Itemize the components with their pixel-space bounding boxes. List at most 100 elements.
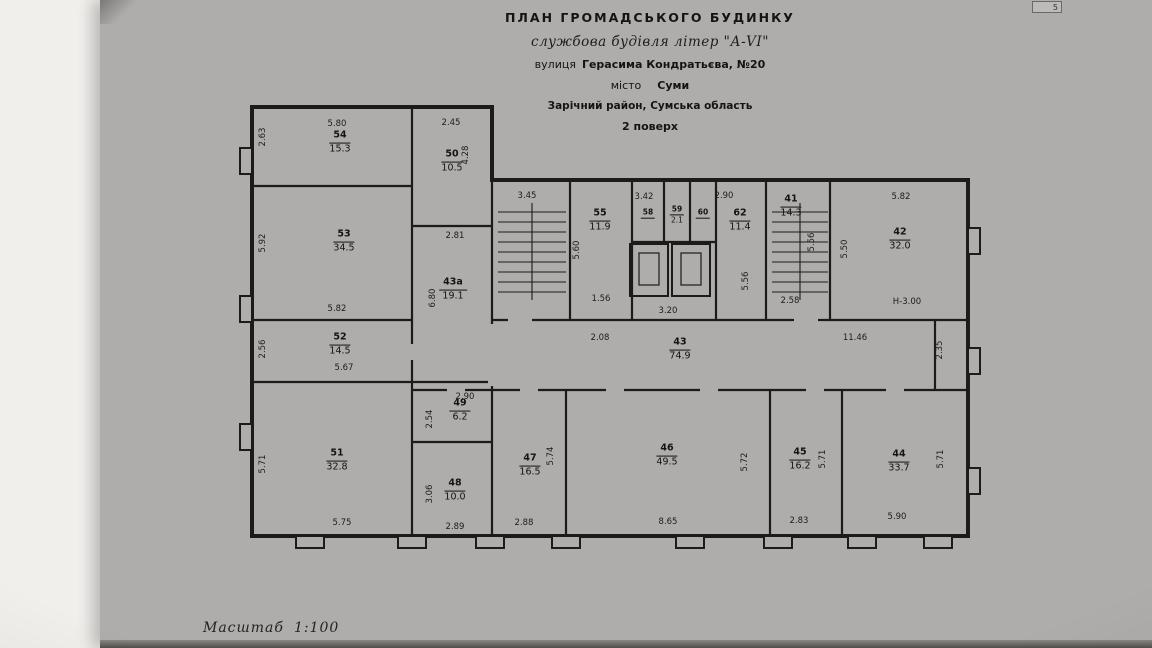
room-area: 49.5 [656, 456, 678, 468]
room-number: 52 [329, 332, 351, 346]
room-number: 48 [444, 478, 466, 492]
room-number: 41 [780, 194, 802, 208]
room-area: 34.5 [333, 242, 355, 254]
dim-42-left: 5.50 [840, 239, 850, 259]
dim-46-bottom: 8.65 [658, 517, 678, 527]
height-mark-42: Н-3.00 [892, 297, 922, 307]
room-area: 14.3 [780, 207, 802, 219]
room-number: 42 [889, 227, 911, 241]
room-area: 2.1 [671, 215, 683, 224]
room-number: 47 [519, 453, 541, 467]
room-area: 11.4 [729, 221, 751, 233]
dim-55-bottom-1: 1.56 [591, 294, 611, 304]
dim-right-edge: 2.35 [935, 340, 945, 360]
room-area: 10.0 [444, 491, 466, 503]
dim-45-right: 5.71 [818, 449, 828, 469]
dim-49-top: 2.90 [455, 392, 475, 402]
room-number: 54 [329, 130, 351, 144]
room-number: 43 [669, 337, 691, 351]
table-edge-shadow [100, 640, 1152, 648]
street-label: вулиця [534, 58, 576, 71]
room-number: 55 [589, 208, 611, 222]
dim-46-right: 5.72 [740, 452, 750, 472]
plan-title: ПЛАН ГРОМАДСЬКОГО БУДИНКУ [505, 10, 795, 25]
scale-value: 1:100 [293, 620, 340, 636]
scale-label: Масштаб [203, 620, 284, 636]
dim-49-left: 2.54 [425, 409, 435, 429]
room-number: 46 [656, 443, 678, 457]
dim-45-bottom: 2.83 [789, 516, 809, 526]
room-number: 44 [888, 449, 910, 463]
room-label-60: 60 [695, 207, 711, 220]
dim-42-top: 5.82 [891, 192, 911, 202]
dim-55-top-1: 3.45 [517, 191, 537, 201]
room-number: 43а [439, 277, 467, 291]
room-number: 49 [449, 398, 471, 412]
room-area: 19.1 [442, 290, 464, 302]
room-number: 50 [441, 149, 463, 163]
dim-53-left: 5.92 [258, 233, 268, 253]
dim-48-bottom: 2.89 [445, 522, 465, 532]
room-area: 74.9 [669, 350, 691, 362]
dim-corridor-right: 11.46 [842, 333, 868, 343]
dim-51-bottom: 5.75 [332, 518, 352, 528]
scale-note: Масштаб 1:100 [203, 620, 339, 636]
dim-elevator-bottom: 3.20 [658, 306, 678, 316]
dim-55-top-2: 3.42 [634, 192, 654, 202]
dim-43a-top: 2.81 [445, 231, 465, 241]
room-number: 62 [729, 208, 751, 222]
room-number: 53 [333, 229, 355, 243]
floor-line: 2 поверх [621, 120, 679, 133]
dim-62-top: 2.90 [714, 191, 734, 201]
room-area: 32.0 [889, 240, 911, 252]
plan-subtitle: службова будівля літер "А-VI" [531, 34, 769, 50]
room-number: 59 [669, 204, 685, 215]
dim-50-right: 4.28 [461, 145, 471, 165]
dim-43a-left: 6.80 [428, 288, 438, 308]
room-area: 16.5 [519, 466, 541, 478]
room-number: 45 [789, 447, 811, 461]
dim-55-left: 5.60 [572, 240, 582, 260]
dim-48-left: 3.06 [425, 484, 435, 504]
room-number: 58 [640, 207, 656, 219]
room-area: 33.7 [888, 462, 910, 474]
dim-51-left: 5.71 [258, 454, 268, 474]
room-area: 10.5 [441, 162, 463, 174]
dim-44-right: 5.71 [936, 449, 946, 469]
city-label: місто [610, 79, 642, 92]
dim-62-left: 5.56 [741, 271, 751, 291]
paper-fold-shadow [100, 0, 136, 24]
dim-52-left: 2.56 [258, 339, 268, 359]
dim-44-bottom: 5.90 [887, 512, 907, 522]
dim-47-right: 5.74 [546, 446, 556, 466]
dim-55-bottom-2: 2.08 [590, 333, 610, 343]
page-number: 5 [1032, 1, 1062, 13]
room-number: 60 [695, 207, 711, 219]
dim-50-top: 2.45 [441, 118, 461, 128]
room-area: 14.5 [329, 345, 351, 357]
room-label-58: 58 [640, 207, 656, 220]
room-number: 51 [326, 448, 348, 462]
dim-52-bottom: 5.67 [334, 363, 354, 373]
dim-54-left: 2.63 [258, 127, 268, 147]
room-area: 11.9 [589, 221, 611, 233]
dim-53-bottom: 5.82 [327, 304, 347, 314]
